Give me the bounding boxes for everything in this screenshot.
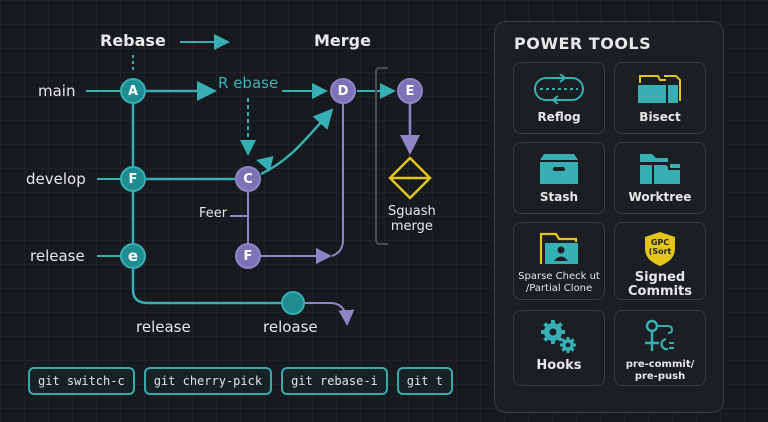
reloase-bottom-label: reloase	[263, 318, 318, 336]
worktree-icon	[638, 151, 682, 187]
shield-badge-text: GPC (Sort	[642, 238, 678, 256]
tool-sparse-checkout[interactable]: Sparse Check ut /Partial Clone	[513, 222, 605, 300]
commit-node-e-release[interactable]: e	[120, 243, 146, 269]
stash-icon	[538, 151, 580, 187]
badge-line2: (Sort	[648, 247, 672, 256]
commit-node-a[interactable]: A	[120, 78, 146, 104]
branch-main-label: main	[38, 82, 76, 100]
folder-user-icon	[538, 231, 580, 267]
branch-release-label: release	[30, 247, 85, 265]
small-arrow	[256, 156, 274, 172]
tool-label: Sparse Check ut /Partial Clone	[518, 271, 600, 295]
power-tools-panel: POWER TOOLS Reflog Bisect Stash Worktree…	[494, 21, 724, 413]
c-to-d-curve	[260, 108, 334, 176]
tool-worktree[interactable]: Worktree	[614, 142, 706, 214]
tool-bisect[interactable]: Bisect	[614, 62, 706, 134]
squash-bracket	[375, 67, 388, 245]
tool-label-line2: pre-push	[634, 371, 686, 382]
tool-label: pre-commit/ pre-push	[626, 359, 695, 383]
commit-node-f-develop[interactable]: F	[120, 166, 146, 192]
tool-label-line1: pre-commit/	[625, 359, 695, 370]
squash-label-line2: merge	[390, 219, 433, 234]
bisect-icon	[636, 71, 684, 107]
tool-label-line2: Commits	[628, 284, 692, 299]
command-chip-switch[interactable]: git switch-c	[28, 367, 135, 395]
tool-pre-commit[interactable]: pre-commit/ pre-push	[614, 310, 706, 386]
tool-label: Reflog	[537, 110, 581, 124]
inline-rebase-label: R ebase	[218, 74, 279, 92]
release-commit-node[interactable]	[281, 291, 305, 315]
tool-label: Hooks	[536, 358, 582, 373]
tool-label: Worktree	[628, 190, 692, 204]
gears-icon	[539, 319, 579, 355]
commit-node-d[interactable]: D	[330, 78, 356, 104]
tool-stash[interactable]: Stash	[513, 142, 605, 214]
feature-label: Feer	[199, 206, 228, 221]
squash-diamond-icon	[388, 156, 432, 200]
rebase-heading: Rebase	[100, 31, 166, 50]
tool-hooks[interactable]: Hooks	[513, 310, 605, 386]
release-curve	[131, 269, 282, 305]
badge-line1: GPC	[650, 238, 670, 247]
tool-label: Signed Commits	[628, 271, 692, 299]
release-purple-tail	[304, 302, 355, 326]
command-chip-rebase[interactable]: git rebase-i	[281, 367, 388, 395]
tool-signed-commits[interactable]: GPC (Sort Signed Commits	[614, 222, 706, 300]
shield-icon: GPC (Sort	[642, 231, 678, 267]
command-chip-t[interactable]: git t	[396, 367, 453, 395]
command-chip-cherry-pick[interactable]: git cherry-pick	[143, 367, 273, 395]
commit-node-f-feature[interactable]: F	[235, 243, 261, 269]
commit-node-e[interactable]: E	[397, 78, 423, 104]
tool-label: Bisect	[639, 110, 681, 124]
tool-label-line1: Sparse Check ut	[518, 271, 600, 282]
commit-node-c[interactable]: C	[235, 166, 261, 192]
command-chips: git switch-c git cherry-pick git rebase-…	[28, 367, 453, 395]
squash-label-line1: Sguash	[388, 204, 436, 219]
tool-label-line1: Signed	[634, 270, 686, 285]
panel-title: POWER TOOLS	[514, 34, 652, 53]
tool-label: Stash	[539, 190, 579, 204]
branch-develop-label: develop	[26, 170, 86, 188]
d-down-line	[331, 104, 344, 257]
hook-icon	[642, 319, 678, 355]
tool-label-line2: /Partial Clone	[525, 283, 593, 294]
reflog-icon	[528, 71, 590, 107]
squash-merge-label: Sguash merge	[388, 204, 436, 234]
release-bottom-label: release	[136, 318, 191, 336]
tool-reflog[interactable]: Reflog	[513, 62, 605, 134]
merge-heading: Merge	[314, 31, 371, 50]
